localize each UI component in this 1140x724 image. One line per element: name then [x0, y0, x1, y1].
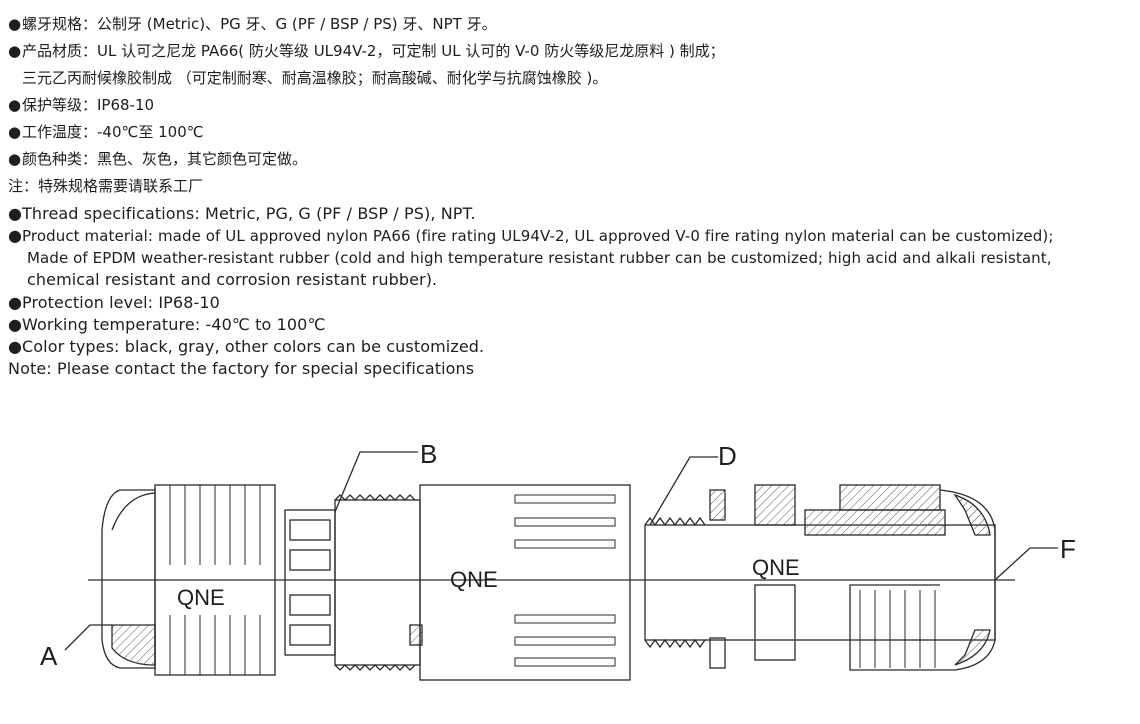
leader-f	[994, 547, 1058, 581]
spec-en-material-cont1: Made of EPDM weather-resistant rubber (c…	[27, 249, 1052, 267]
label-f: F	[1060, 534, 1076, 564]
dome-cap-outline	[101, 489, 155, 669]
leader-b	[334, 451, 418, 513]
spec-en-protection: ●Protection level: IP68-10	[8, 293, 220, 312]
spec-zh-temperature: ●工作温度：-40℃至 100℃	[8, 123, 204, 141]
spec-zh-color: ●颜色种类：黑色、灰色，其它颜色可定做。	[8, 150, 308, 168]
leader-a	[64, 624, 112, 651]
label-d: D	[718, 441, 737, 471]
leader-d	[649, 456, 718, 526]
spec-en-material: ●Product material: made of UL approved n…	[8, 226, 1054, 245]
spec-en-thread: ●Thread specifications: Metric, PG, G (P…	[8, 204, 476, 223]
brand-left: QNE	[177, 585, 225, 610]
spec-zh-note: 注：特殊规格需要请联系工厂	[8, 177, 204, 195]
spec-en-note: Note: Please contact the factory for spe…	[8, 359, 475, 378]
spec-zh-material-cont: 三元乙丙耐候橡胶制成 （可定制耐寒、耐高温橡胶；耐高酸碱、耐化学与抗腐蚀橡胶 )…	[22, 69, 608, 87]
label-b: B	[420, 439, 437, 469]
spec-zh-thread: ●螺牙规格：公制牙 (Metric)、PG 牙、G (PF / BSP / PS…	[8, 15, 497, 33]
brand-middle: QNE	[450, 567, 498, 592]
spec-en-color: ●Color types: black, gray, other colors …	[8, 337, 485, 356]
spec-en-material-cont2: chemical resistant and corrosion resista…	[27, 270, 438, 289]
brand-right: QNE	[752, 555, 800, 580]
spec-en-temperature: ●Working temperature: -40℃ to 100℃	[8, 315, 326, 334]
spec-zh-protection: ●保护等级：IP68-10	[8, 96, 155, 114]
spec-zh-material: ●产品材质：UL 认可之尼龙 PA66( 防火等级 UL94V-2，可定制 UL…	[8, 42, 725, 60]
label-a: A	[40, 641, 58, 671]
cable-gland-drawing: A B D F QNE QNE QNE	[40, 439, 1076, 681]
